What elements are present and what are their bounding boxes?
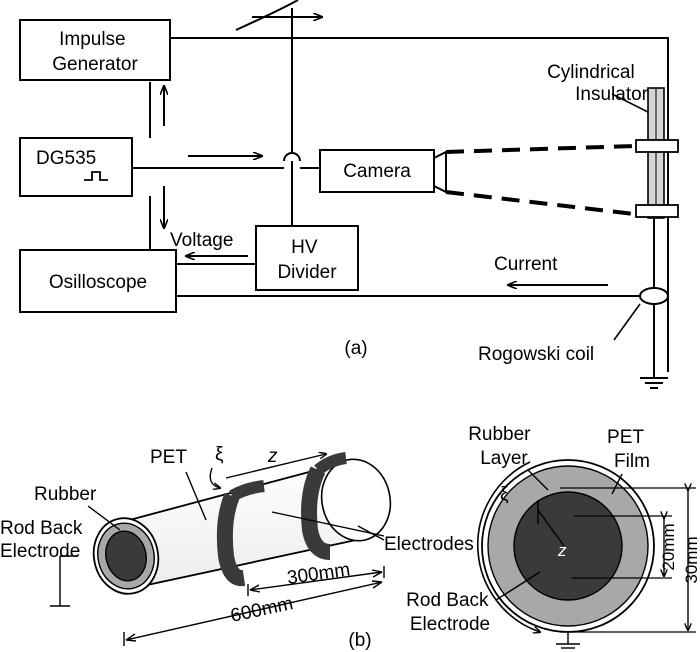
voltage-label: Voltage — [170, 230, 233, 251]
electrodes-label: Electrodes — [384, 534, 474, 555]
rubber-label: Rubber — [34, 484, 97, 505]
hv-divider-box — [255, 225, 359, 291]
camera-lens-icon — [433, 150, 447, 194]
z-cross-label: z — [557, 541, 567, 560]
z-label: z — [267, 446, 278, 467]
xi-label: ξ — [215, 444, 224, 465]
caption-b: (b) — [348, 630, 371, 651]
wiring — [132, 0, 669, 372]
impulse-generator-box — [19, 19, 171, 81]
oscilloscope-label: Osilloscope — [49, 272, 147, 293]
pet-label: PET — [150, 447, 187, 468]
rod-core — [513, 491, 623, 601]
dim-600mm-label: 600mm — [229, 593, 295, 627]
rogowski-coil-label: Rogowski coil — [478, 344, 594, 365]
rod-back-electrode-label: Rod Back Electrode — [0, 518, 88, 562]
camera-box — [319, 149, 435, 193]
camera-label: Camera — [343, 161, 411, 182]
part-b-cross-section: ξ z Rubber Layer PET Film Rod Back Elect… — [406, 424, 700, 649]
dg535-box — [19, 137, 133, 197]
rogowski-coil-icon — [639, 287, 669, 305]
cylindrical-insulator-label: Cylindrical Insulator — [547, 62, 649, 105]
cylindrical-insulator — [635, 87, 679, 372]
caption-a: (a) — [344, 338, 367, 359]
rod-end — [105, 530, 147, 582]
top-flange — [635, 139, 679, 153]
rod-back-electrode-cross-label: Rod Back Electrode — [406, 590, 494, 635]
dim-300mm-label: 300mm — [286, 559, 352, 589]
dg535-label: DG535 — [36, 148, 96, 169]
bottom-flange — [635, 204, 679, 218]
part-a: Impulse Generator DG535 Camera HV Divide… — [19, 0, 679, 389]
oscilloscope-box — [19, 249, 177, 313]
ground-icon — [640, 372, 668, 389]
pulse-icon — [84, 171, 108, 181]
rubber-layer-label: Rubber Layer — [468, 424, 536, 469]
pet-film-label: PET Film — [607, 427, 650, 472]
xi-cross-label: ξ — [500, 484, 509, 505]
hv-divider-label: HV Divider — [277, 237, 337, 283]
dim-30mm-label: 30mm — [682, 536, 700, 583]
part-b-cylinder: PET Rubber Rod Back Electrode ξ z Electr… — [0, 444, 474, 651]
current-label: Current — [494, 254, 558, 275]
dim-20mm-label: 20mm — [659, 523, 678, 570]
impulse-generator-label: Impulse Generator — [52, 29, 138, 75]
